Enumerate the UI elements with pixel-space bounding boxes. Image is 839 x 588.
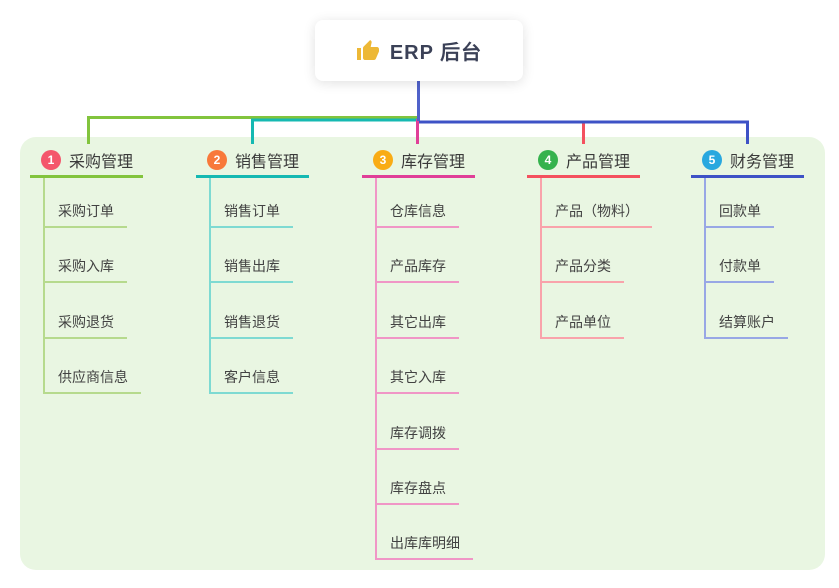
child-node[interactable]: 产品（物料） — [540, 201, 652, 228]
branch-product: 4 产品管理 产品（物料） 产品分类 产品单位 — [527, 137, 687, 339]
child-node[interactable]: 结算账户 — [704, 312, 788, 339]
thumbs-up-icon — [356, 39, 379, 60]
child-node[interactable]: 付款单 — [704, 256, 774, 284]
root-title: ERP 后台 — [389, 42, 483, 64]
child-node[interactable]: 回款单 — [704, 201, 774, 228]
branch-trunk-line — [704, 178, 706, 339]
branch-title-product[interactable]: 4 产品管理 — [527, 137, 640, 178]
branch-trunk-line — [540, 178, 542, 339]
wire-branch-sales — [251, 118, 419, 144]
branch-number-badge: 3 — [373, 150, 393, 170]
branch-inventory: 3 库存管理 仓库信息 产品库存 其它出库 其它入库 库存调拨 库存盘点 出库库… — [362, 137, 522, 561]
branch-title-procurement[interactable]: 1 采购管理 — [30, 137, 143, 178]
child-node[interactable]: 其它出库 — [375, 312, 459, 339]
branch-number-badge: 4 — [538, 150, 558, 170]
branch-trunk-line — [209, 178, 211, 394]
branch-children: 回款单 付款单 结算账户 — [691, 178, 839, 339]
branch-number-badge: 5 — [702, 150, 722, 170]
branch-title-label: 产品管理 — [566, 154, 631, 171]
child-node[interactable]: 客户信息 — [209, 367, 293, 395]
child-node[interactable]: 库存盘点 — [375, 478, 459, 505]
child-node[interactable]: 销售退货 — [209, 312, 293, 339]
branch-title-finance[interactable]: 5 财务管理 — [691, 137, 804, 178]
child-node[interactable]: 采购入库 — [43, 256, 127, 284]
child-node[interactable]: 采购退货 — [43, 312, 127, 339]
child-node[interactable]: 产品库存 — [375, 256, 459, 284]
wire-branch-finance — [418, 120, 749, 144]
branch-title-label: 库存管理 — [401, 154, 466, 171]
child-node[interactable]: 仓库信息 — [375, 201, 459, 228]
root-node[interactable]: ERP 后台 — [315, 20, 523, 81]
child-node[interactable]: 库存调拨 — [375, 423, 459, 450]
branch-number-badge: 1 — [41, 150, 61, 170]
branch-title-label: 采购管理 — [69, 154, 134, 171]
branch-trunk-line — [43, 178, 45, 394]
branch-title-label: 销售管理 — [235, 154, 300, 171]
branch-children: 仓库信息 产品库存 其它出库 其它入库 库存调拨 库存盘点 出库库明细 — [362, 178, 522, 561]
branch-title-label: 财务管理 — [730, 154, 795, 171]
child-node[interactable]: 其它入库 — [375, 367, 459, 395]
mindmap-canvas-panel — [20, 137, 825, 570]
branch-title-inventory[interactable]: 3 库存管理 — [362, 137, 475, 178]
branch-procurement: 1 采购管理 采购订单 采购入库 采购退货 供应商信息 — [30, 137, 190, 395]
branch-finance: 5 财务管理 回款单 付款单 结算账户 — [691, 137, 839, 339]
child-node[interactable]: 供应商信息 — [43, 367, 141, 395]
branch-children: 销售订单 销售出库 销售退货 客户信息 — [196, 178, 356, 395]
child-node[interactable]: 销售出库 — [209, 256, 293, 284]
wire-branch-procurement — [87, 116, 419, 144]
branch-number-badge: 2 — [207, 150, 227, 170]
branch-children: 产品（物料） 产品分类 产品单位 — [527, 178, 687, 339]
branch-sales: 2 销售管理 销售订单 销售出库 销售退货 客户信息 — [196, 137, 356, 395]
child-node[interactable]: 产品单位 — [540, 312, 624, 339]
child-node[interactable]: 销售订单 — [209, 201, 293, 228]
branch-children: 采购订单 采购入库 采购退货 供应商信息 — [30, 178, 190, 395]
branch-trunk-line — [375, 178, 377, 560]
child-node[interactable]: 采购订单 — [43, 201, 127, 228]
branch-title-sales[interactable]: 2 销售管理 — [196, 137, 309, 178]
child-node[interactable]: 产品分类 — [540, 256, 624, 284]
child-node[interactable]: 出库库明细 — [375, 533, 473, 561]
